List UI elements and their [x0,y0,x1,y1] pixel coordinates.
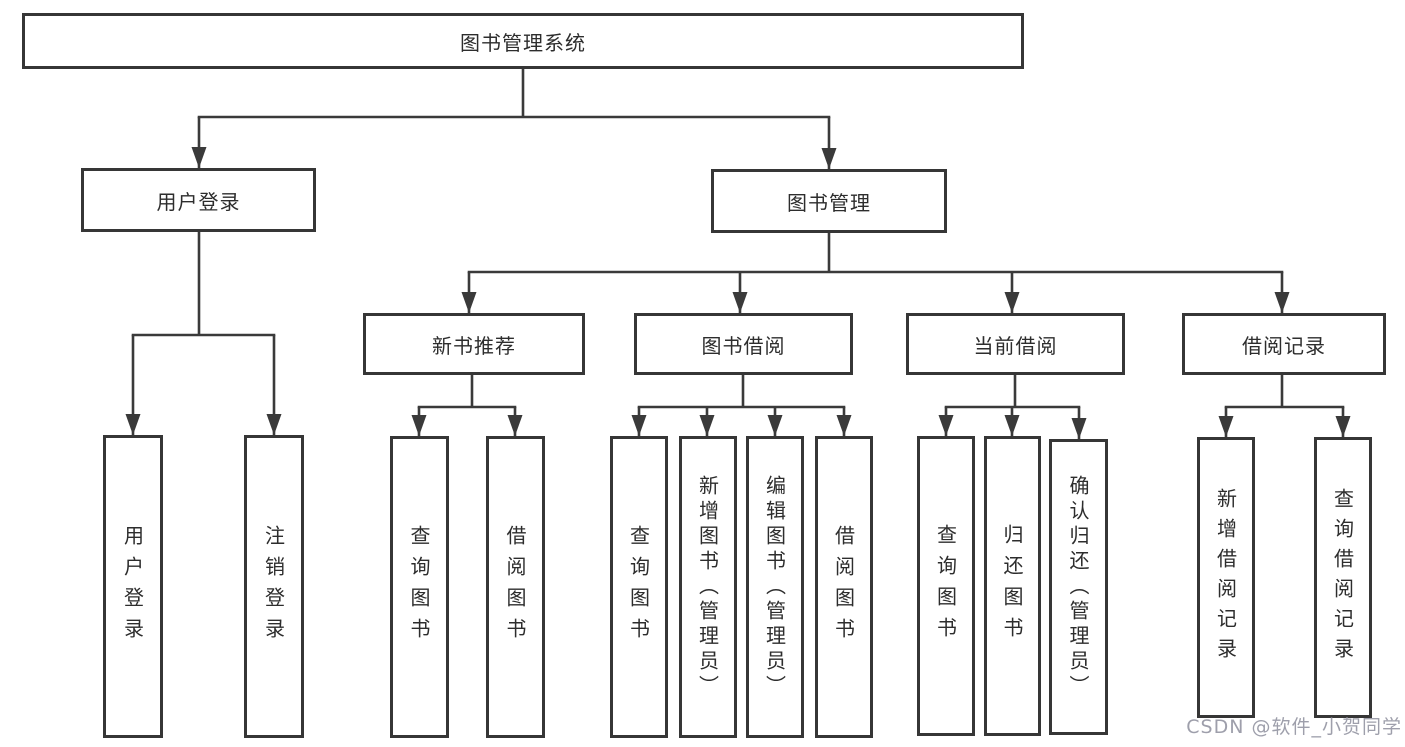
leaf-bb-borrow-book: 借阅图书 [815,436,873,738]
leaf-bb-edit-book-admin-label: 编辑图书（管理员） [762,474,787,700]
leaf-cb-query-book: 查询图书 [917,436,975,736]
leaf-bb-borrow-book-label: 借阅图书 [831,525,856,649]
leaf-bb-add-book-admin-label: 新增图书（管理员） [695,474,720,700]
leaf-bb-add-book-admin: 新增图书（管理员） [679,436,737,738]
leaf-user-login: 用户登录 [103,435,163,738]
leaf-br-query-record: 查询借阅记录 [1314,437,1372,718]
node-new-book-recommendation: 新书推荐 [363,313,585,375]
node-borrowing-records: 借阅记录 [1182,313,1386,375]
leaf-cb-return-book: 归还图书 [984,436,1041,736]
leaf-cb-return-book-label: 归还图书 [1000,524,1024,648]
leaf-user-login-label: 用户登录 [120,524,145,649]
node-new-book-recommendation-label: 新书推荐 [432,333,516,358]
leaf-rec-borrow-book: 借阅图书 [486,436,545,738]
node-user-login: 用户登录 [81,168,316,232]
leaf-rec-borrow-book-label: 借阅图书 [503,525,527,649]
node-current-borrowing-label: 当前借阅 [973,333,1058,358]
leaf-br-add-record-label: 新增借阅记录 [1213,487,1238,668]
leaf-cb-confirm-return-admin: 确认归还（管理员） [1049,439,1108,735]
node-user-login-label: 用户登录 [156,189,241,214]
node-current-borrowing: 当前借阅 [906,313,1125,375]
node-borrowing-records-label: 借阅记录 [1242,333,1326,358]
node-book-management-label: 图书管理 [787,190,871,215]
leaf-logout-label: 注销登录 [261,524,286,649]
leaf-bb-query-book-label: 查询图书 [626,525,651,649]
node-root: 图书管理系统 [22,13,1024,69]
leaf-bb-query-book: 查询图书 [610,436,668,738]
leaf-rec-query-book-label: 查询图书 [407,525,431,649]
node-book-borrowing: 图书借阅 [634,313,853,375]
node-book-borrowing-label: 图书借阅 [701,333,786,358]
leaf-logout: 注销登录 [244,435,304,738]
node-book-management: 图书管理 [711,169,947,233]
connector [125,69,1351,439]
leaf-cb-query-book-label: 查询图书 [933,524,958,648]
leaf-cb-confirm-return-admin-label: 确认归还（管理员） [1066,474,1090,700]
csdn-watermark: CSDN @软件_小贺同学 [1186,716,1402,738]
leaf-bb-edit-book-admin: 编辑图书（管理员） [746,436,804,738]
leaf-rec-query-book: 查询图书 [390,436,449,738]
node-root-label: 图书管理系统 [460,30,586,55]
leaf-br-add-record: 新增借阅记录 [1197,437,1255,718]
leaf-br-query-record-label: 查询借阅记录 [1330,487,1355,668]
